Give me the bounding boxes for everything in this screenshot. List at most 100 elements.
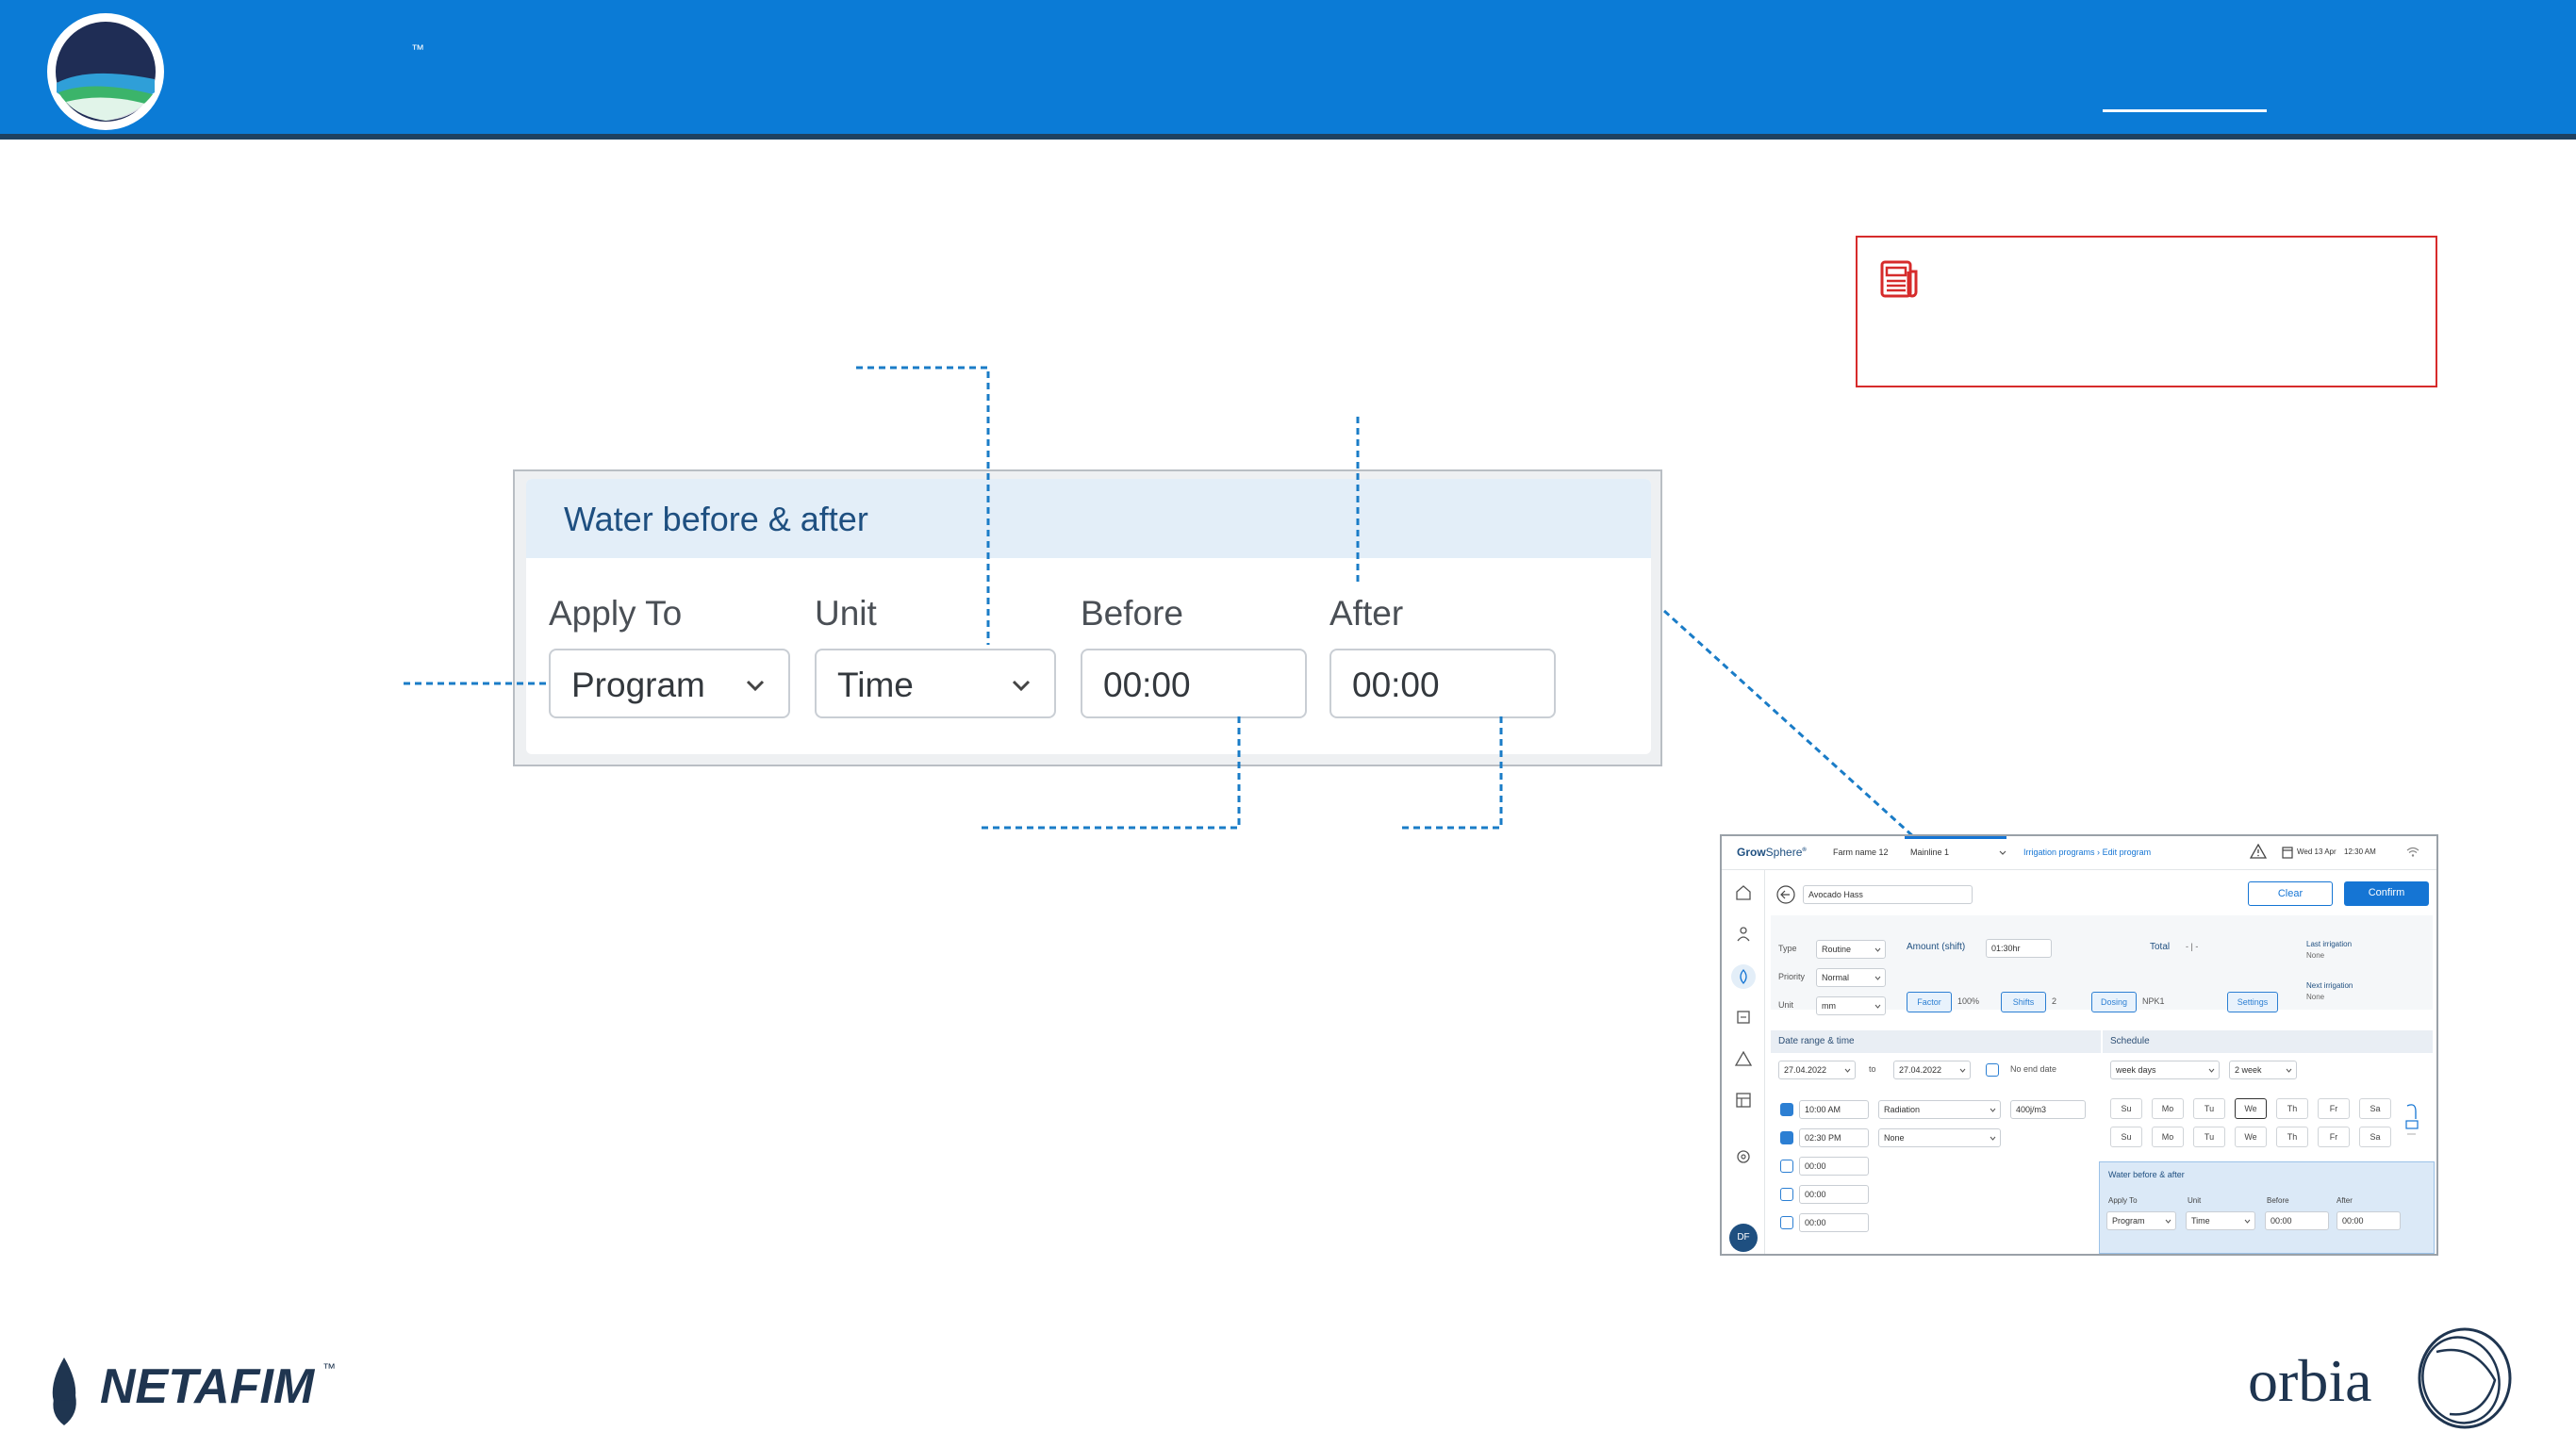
chevron-down-icon — [2286, 1068, 2292, 1073]
day-button-selected[interactable]: We — [2235, 1098, 2267, 1119]
thumb-before-input[interactable]: 00:00 — [2265, 1211, 2329, 1230]
date-from-select[interactable]: 27.04.2022 — [1778, 1061, 1856, 1079]
apply-to-value: Program — [571, 666, 705, 704]
zoom-title-bar: Water before & after — [526, 479, 1651, 558]
start-row-checkbox[interactable] — [1780, 1216, 1793, 1229]
start-row-checkbox[interactable] — [1780, 1103, 1793, 1116]
breadcrumb-parent[interactable]: Irrigation programs — [2023, 847, 2095, 857]
repeat-icon[interactable] — [2404, 1100, 2419, 1140]
avatar[interactable]: DF — [1729, 1224, 1758, 1252]
alert-icon[interactable] — [1734, 1049, 1753, 1068]
start-time-input[interactable]: 10:00 AM — [1799, 1100, 1869, 1119]
schedule-period-select[interactable]: 2 week — [2229, 1061, 2297, 1079]
program-name-input[interactable]: Avocado Hass — [1803, 885, 1973, 904]
start-time-input[interactable]: 00:00 — [1799, 1213, 1869, 1232]
chevron-down-icon — [2165, 1219, 2171, 1224]
thumb-sidebar: DF — [1722, 870, 1765, 1254]
start-condition-select[interactable]: None — [1878, 1128, 2001, 1147]
table-icon[interactable] — [1734, 1091, 1753, 1110]
callout-before — [981, 716, 1241, 830]
app-thumbnail: GrowSphere® Farm name 12 Mainline 1 Irri… — [1720, 834, 2438, 1256]
dosing-chip[interactable]: Dosing — [2091, 992, 2137, 1012]
thumb-water-title: Water before & after — [2108, 1170, 2185, 1179]
day-button[interactable]: Tu — [2193, 1127, 2225, 1147]
thumb-farm[interactable]: Farm name 12 — [1833, 847, 1889, 857]
back-arrow-icon[interactable] — [1776, 885, 1795, 904]
last-irrigation-label: Last irrigation — [2306, 940, 2353, 948]
start-time-input[interactable]: 00:00 — [1799, 1157, 1869, 1176]
header-bar: ™ — [0, 0, 2576, 140]
chevron-down-icon — [1874, 976, 1881, 980]
unit-value-thumb: mm — [1822, 1001, 1836, 1011]
day-button[interactable]: Th — [2276, 1098, 2308, 1119]
confirm-button[interactable]: Confirm — [2344, 881, 2429, 906]
start-time-input[interactable]: 00:00 — [1799, 1185, 1869, 1204]
start-time-input[interactable]: 02:30 PM — [1799, 1128, 1869, 1147]
irrigation-icon[interactable] — [1734, 967, 1753, 986]
breadcrumb-current: Edit program — [2102, 847, 2152, 857]
dosing-value: NPK1 — [2142, 996, 2165, 1006]
day-button[interactable]: Fr — [2318, 1127, 2350, 1147]
warning-icon[interactable] — [2250, 844, 2267, 859]
thumb-topbar: GrowSphere® Farm name 12 Mainline 1 Irri… — [1722, 836, 2436, 870]
day-button[interactable]: Fr — [2318, 1098, 2350, 1119]
priority-value: Normal — [1822, 973, 1850, 982]
chevron-down-icon — [1990, 1136, 1996, 1141]
thumb-mainline[interactable]: Mainline 1 — [1910, 847, 1950, 857]
home-icon[interactable] — [1734, 883, 1753, 902]
date-to-select[interactable]: 27.04.2022 — [1893, 1061, 1971, 1079]
day-button[interactable]: We — [2235, 1127, 2267, 1147]
date-range-header: Date range & time — [1771, 1030, 2101, 1053]
shifts-chip[interactable]: Shifts — [2001, 992, 2046, 1012]
priority-select[interactable]: Normal — [1816, 968, 1886, 987]
header-underline — [2103, 109, 2267, 112]
water-before-after-zoom: Water before & after Apply To Unit Befor… — [513, 469, 1662, 766]
to-label: to — [1869, 1064, 1876, 1074]
type-select[interactable]: Routine — [1816, 940, 1886, 959]
brand-sphere: Sphere — [1765, 846, 1803, 859]
start-extra-input[interactable]: 400j/m3 — [2010, 1100, 2086, 1119]
schedule-mode-select[interactable]: week days — [2110, 1061, 2220, 1079]
settings-chip[interactable]: Settings — [2227, 992, 2278, 1012]
thumb-time: 12:30 AM — [2344, 847, 2376, 856]
start-condition-select[interactable]: Radiation — [1878, 1100, 2001, 1119]
gear-icon[interactable] — [1734, 1147, 1753, 1166]
clear-button[interactable]: Clear — [2248, 881, 2333, 906]
date-to-value: 27.04.2022 — [1899, 1065, 1942, 1075]
day-button[interactable]: Su — [2110, 1098, 2142, 1119]
unit-select[interactable]: Time — [815, 649, 1056, 718]
day-button[interactable]: Sa — [2359, 1098, 2391, 1119]
before-input[interactable]: 00:00 — [1081, 649, 1307, 718]
thumb-apply-to-value: Program — [2112, 1216, 2145, 1226]
fertilizer-icon[interactable] — [1734, 1008, 1753, 1027]
unit-label: Unit — [815, 594, 877, 633]
total-value: - | - — [2186, 942, 2199, 951]
start-row-checkbox[interactable] — [1780, 1131, 1793, 1144]
start-row-checkbox[interactable] — [1780, 1188, 1793, 1201]
day-button[interactable]: Sa — [2359, 1127, 2391, 1147]
schedule-header: Schedule — [2103, 1030, 2433, 1053]
orbia-logo: orbia — [2248, 1324, 2521, 1433]
no-end-date-checkbox[interactable] — [1986, 1063, 1999, 1077]
chevron-down-icon — [2244, 1219, 2251, 1224]
start-row-checkbox[interactable] — [1780, 1160, 1793, 1173]
thumb-apply-to-select[interactable]: Program — [2106, 1211, 2176, 1230]
day-button[interactable]: Th — [2276, 1127, 2308, 1147]
day-button[interactable]: Mo — [2152, 1098, 2184, 1119]
day-button[interactable]: Su — [2110, 1127, 2142, 1147]
thumb-unit-select[interactable]: Time — [2186, 1211, 2255, 1230]
priority-label: Priority — [1778, 972, 1806, 981]
amount-input[interactable]: 01:30hr — [1986, 939, 2052, 958]
callout-unit — [856, 366, 990, 645]
start-condition-value: Radiation — [1884, 1105, 1921, 1114]
factor-chip[interactable]: Factor — [1907, 992, 1952, 1012]
day-button[interactable]: Mo — [2152, 1127, 2184, 1147]
unit-select-thumb[interactable]: mm — [1816, 996, 1886, 1015]
apply-to-select[interactable]: Program — [549, 649, 790, 718]
schedule-mode-value: week days — [2116, 1065, 2156, 1075]
users-icon[interactable] — [1734, 925, 1753, 944]
after-input[interactable]: 00:00 — [1329, 649, 1556, 718]
thumb-after-input[interactable]: 00:00 — [2337, 1211, 2401, 1230]
day-button[interactable]: Tu — [2193, 1098, 2225, 1119]
type-value: Routine — [1822, 945, 1852, 954]
